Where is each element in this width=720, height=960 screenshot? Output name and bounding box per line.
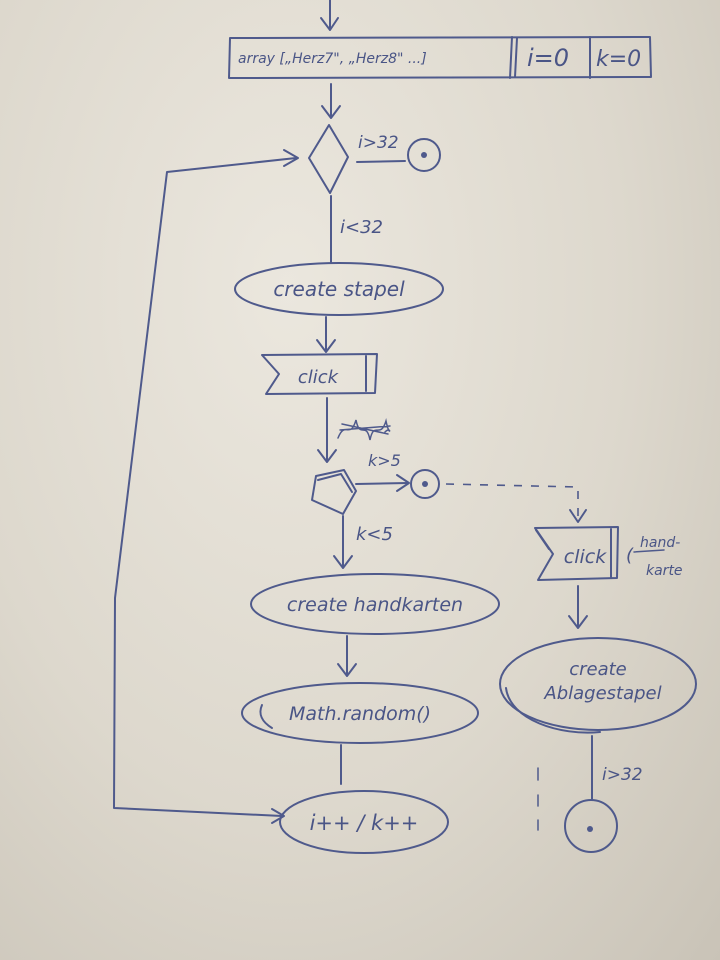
arrow-decision-to-stapel: i<32 xyxy=(330,195,383,263)
hand-click-note-1: hand- xyxy=(640,535,680,551)
arrow-to-create-ablage xyxy=(568,585,588,629)
create-stapel-label: create stapel xyxy=(273,277,405,301)
loop-exit-condition: i>32 xyxy=(358,133,399,153)
increment-node: i++ / k++ xyxy=(279,790,449,854)
inner-exit-condition: k>5 xyxy=(368,451,401,470)
create-handkarten-node: create handkarten xyxy=(250,573,500,635)
final-branch: i>32 xyxy=(537,735,643,853)
final-end-dot xyxy=(587,826,593,832)
hand-click-label: click xyxy=(564,546,607,568)
create-handkarten-label: create handkarten xyxy=(287,594,463,616)
arrow-init-to-decision xyxy=(321,83,341,119)
init-box: array [„Herz7", „Herz8" ...] i=0 k=0 xyxy=(228,36,652,79)
arrow-stapel-to-click xyxy=(316,316,336,353)
inner-decision-diamond: k>5 xyxy=(311,451,440,515)
loop-decision-diamond: i>32 xyxy=(308,124,441,194)
arrow-to-create-handkarten: k<5 xyxy=(333,515,393,569)
k-init-label: k=0 xyxy=(596,47,641,72)
final-end-node xyxy=(564,799,618,853)
hand-click-paren: ( xyxy=(626,545,634,566)
increment-label: i++ / k++ xyxy=(310,811,419,835)
create-ablagestapel-node: create Ablagestapel xyxy=(499,637,697,734)
click-event-label: click xyxy=(298,367,340,388)
math-random-node: Math.random() xyxy=(241,682,479,744)
loop-end-node xyxy=(407,138,441,172)
create-stapel-node: create stapel xyxy=(234,262,444,316)
i-init-label: i=0 xyxy=(527,44,569,72)
click-event-node: click xyxy=(261,353,378,395)
inner-end-dot xyxy=(422,481,428,487)
scribbled-out-text xyxy=(337,418,391,441)
create-ablage-line1: create xyxy=(569,659,627,680)
hand-click-event-node: click ( hand- karte xyxy=(534,526,683,581)
arrow-to-math-random xyxy=(337,635,357,677)
inner-end-node xyxy=(410,469,440,499)
hand-click-note-2: karte xyxy=(646,563,683,579)
math-random-label: Math.random() xyxy=(289,703,431,725)
inner-continue-condition: k<5 xyxy=(356,524,393,545)
final-condition: i>32 xyxy=(602,765,643,785)
entry-arrow xyxy=(320,0,339,31)
create-ablage-line2: Ablagestapel xyxy=(543,683,661,704)
loop-end-dot xyxy=(421,152,427,158)
strikethrough-mark xyxy=(633,549,665,553)
loop-continue-condition: i<32 xyxy=(340,217,383,238)
loop-back-line xyxy=(113,149,299,824)
arrow-click-to-inner-decision xyxy=(317,397,391,463)
array-label: array [„Herz7", „Herz8" ...] xyxy=(238,51,427,67)
dashed-connector xyxy=(445,483,587,523)
